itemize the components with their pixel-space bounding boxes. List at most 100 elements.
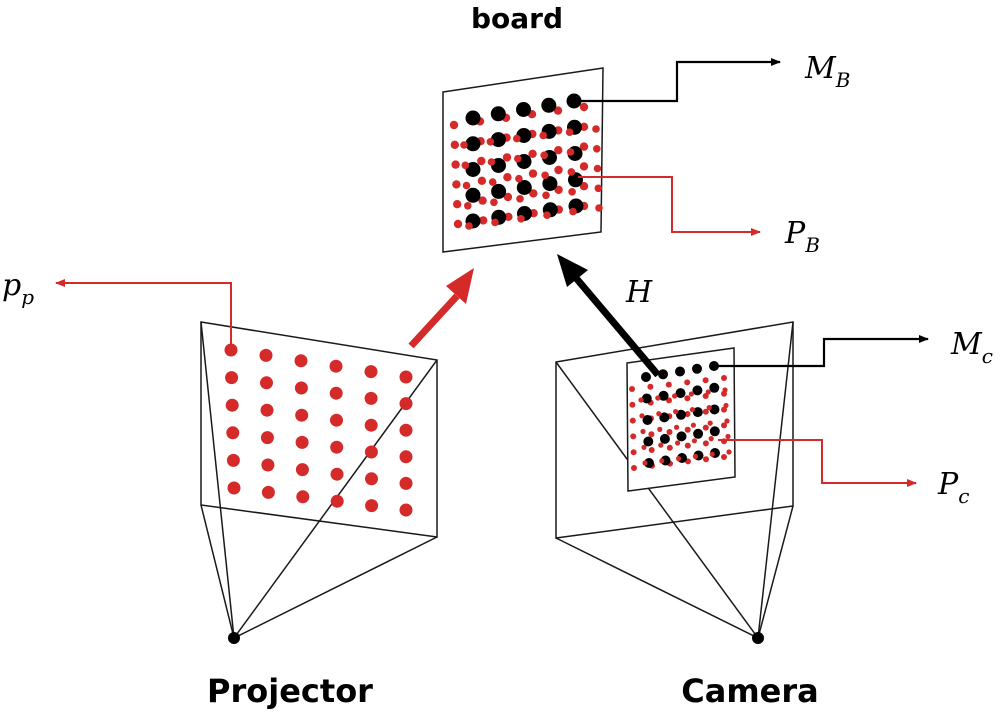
camera-marker-dot (693, 428, 704, 439)
camera-projected-dot (709, 451, 715, 457)
camera-projected-dot (702, 424, 709, 431)
camera-projected-dot (629, 401, 636, 408)
board-projected-dot (477, 156, 486, 166)
camera-projected-dot (684, 411, 691, 417)
board-projected-dot (554, 146, 563, 155)
camera-projected-dot (676, 456, 682, 462)
camera-marker-dot (641, 372, 651, 382)
camera-projected-dot (702, 393, 709, 399)
board-projected-dot (543, 211, 551, 219)
camera-marker-dot (641, 393, 652, 404)
board-projected-dot (513, 134, 521, 143)
camera-projected-dot (702, 440, 709, 447)
projector-pattern-dot (226, 453, 240, 467)
board-projected-dot (553, 106, 563, 115)
camera-projected-dot (692, 453, 699, 459)
camera-marker-dot (709, 426, 720, 437)
camera-projected-dot (665, 381, 672, 388)
camera-frustum (555, 321, 794, 639)
camera-projected-dot (655, 395, 661, 401)
camera-projected-dot (666, 429, 673, 435)
camera-projected-dot (707, 420, 713, 426)
board-projected-dot (491, 218, 499, 227)
camera-marker-dot (709, 404, 720, 415)
camera-projected-dot (641, 444, 647, 450)
board-projected-dot (452, 180, 461, 189)
board-projected-dot (542, 191, 550, 200)
camera-marker-dot (692, 385, 703, 396)
board-projected-dot (528, 169, 538, 178)
board-projected-dot (579, 162, 589, 171)
camera-projected-dot (657, 426, 663, 432)
board-label: board (471, 2, 563, 35)
camera-projected-dot (630, 449, 637, 456)
projector-pattern-dot (227, 481, 241, 495)
board-projected-dot (450, 140, 459, 149)
board-projected-dot (579, 182, 589, 191)
homography-symbol: H (625, 275, 653, 310)
projector-pattern-dot (259, 348, 273, 362)
board-projected-dot (451, 160, 460, 169)
projector-pattern-dot (295, 408, 309, 422)
camera-marker-dot (643, 436, 654, 447)
projector-pattern-dot (330, 494, 344, 508)
board-projected-dot (568, 188, 576, 196)
projector-pattern-dot (330, 440, 344, 454)
camera-projected-dot (666, 444, 673, 451)
board-projected-dot (593, 164, 602, 173)
camera-board-image (626, 347, 736, 492)
pb-symbol: PB (784, 216, 820, 257)
projector-pattern-dot (260, 403, 274, 417)
camera-projected-dot (721, 375, 727, 381)
projector-pattern-dot (329, 386, 343, 400)
camera-projected-dot (630, 433, 637, 440)
camera-marker-dot (676, 431, 687, 442)
board-projected-dot (486, 138, 495, 146)
board-projected-dot (517, 215, 525, 223)
camera-projected-dot (725, 433, 731, 440)
projector-pattern-dot (294, 381, 308, 395)
board-projected-dot (566, 148, 575, 156)
camera-marker-dot (659, 412, 670, 423)
board-projected-dot (477, 176, 487, 185)
board-projected-dot (594, 184, 603, 193)
homography-arrow (573, 275, 661, 378)
camera-projected-dot (684, 379, 691, 386)
pc-leader-line (718, 439, 917, 487)
projector-pattern-dot (330, 413, 343, 427)
projector-pattern-dot (260, 376, 273, 390)
projection-arrow (408, 293, 460, 349)
board-projected-dot (567, 168, 576, 176)
camera-marker-dot (709, 382, 720, 393)
camera-projected-dot (675, 440, 681, 446)
projector-pattern-dot (225, 398, 239, 412)
projector-pattern-dot (399, 503, 413, 517)
board-marker-dot (465, 187, 481, 203)
board-marker-dot (490, 132, 506, 148)
projector-pattern-dot (225, 371, 239, 385)
board-plane (442, 67, 604, 253)
board-projected-dot (453, 219, 463, 229)
board-projected-dot (569, 207, 577, 216)
board-marker-dot (541, 97, 557, 113)
mb-symbol: MB (804, 51, 850, 92)
board-marker-dot (516, 102, 531, 117)
camera-projected-dot (723, 402, 729, 409)
camera-projected-dot (656, 411, 662, 417)
camera-projected-dot (690, 422, 697, 428)
board-projected-dot (488, 178, 497, 186)
board-projected-dot (504, 212, 513, 221)
projector-pattern-dot (364, 391, 378, 405)
board-projected-dot (503, 192, 513, 202)
projector-pattern-dot (226, 426, 240, 440)
board-dot-pattern (449, 93, 603, 230)
projector-pattern-dot (329, 359, 343, 373)
camera-projected-dot (674, 424, 680, 430)
mb-leader-line (574, 58, 781, 103)
projector-pattern-dot (399, 397, 413, 411)
camera-projected-dot (708, 436, 714, 442)
camera-projected-dot (691, 438, 698, 444)
camera-projected-dot (703, 456, 709, 463)
projector-pattern-dot (330, 467, 344, 481)
